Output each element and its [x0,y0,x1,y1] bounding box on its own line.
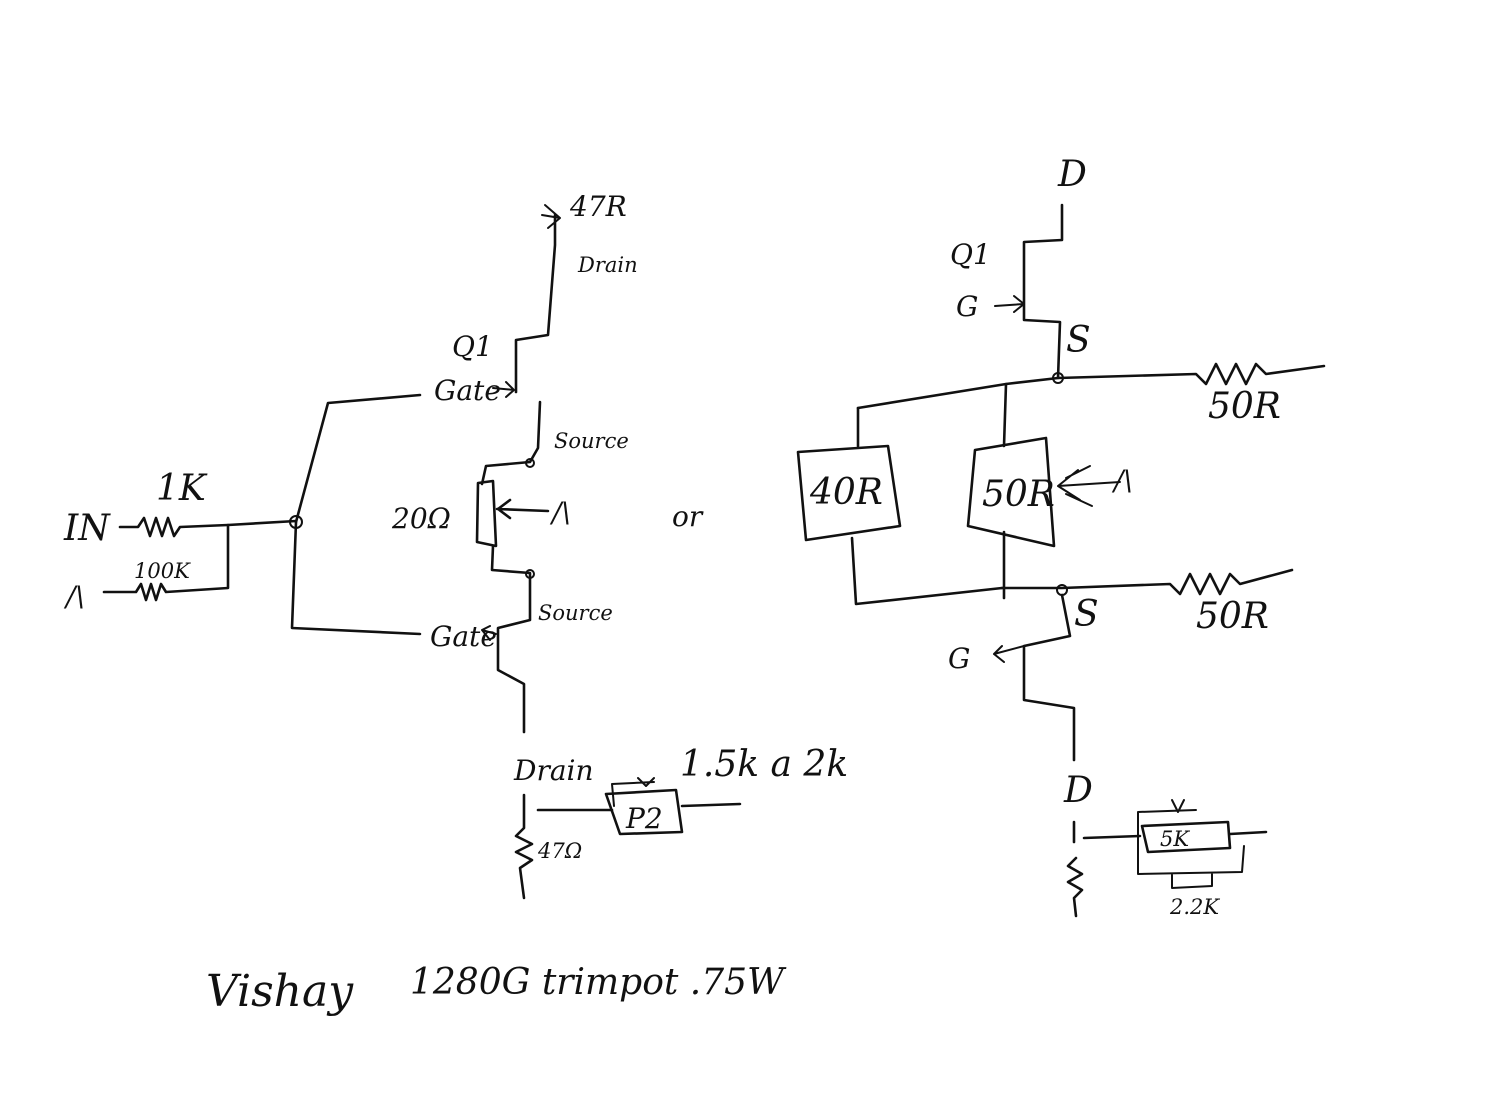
right-trim-outer [1137,799,1245,889]
trim-pot-label: P2 [625,802,663,835]
right-bottom-source-node [1056,584,1068,596]
right-50r-top-wire [1002,382,1008,448]
right-wiper-arrow [1057,465,1121,507]
left-circuit [102,204,742,900]
bottom-gate-arrow [481,625,497,641]
top-gate-arrow [492,381,515,398]
right-trim-5k-box [1140,820,1232,854]
input-label: IN [63,508,111,549]
right-top-resistor-label: 50R [1208,386,1281,427]
right-bottom-source-label: S [1074,594,1099,635]
top-drain-wire [514,213,557,394]
top-source-node [525,458,535,468]
right-bottom-drain-wire [1066,820,1084,918]
right-bottom-gate-label: G [948,642,970,675]
top-transistor-label: Q1 [452,330,493,363]
right-trim-5k-label: 5K [1160,827,1190,851]
footer-maker: Vishay [206,966,354,1017]
right-bottom-resistor-label: 50R [1196,596,1269,637]
right-bottom-rail [1000,568,1294,596]
top-gate-label: Gate [434,374,501,407]
right-top-gate-arrow [994,295,1025,313]
or-label: or [672,500,704,533]
input-resistor-label: 1K [156,468,208,509]
right-top-gate-label: G [956,290,978,323]
bias-wire [102,523,230,602]
top-source-wire [480,400,542,486]
trim-pot-p2-box [604,788,684,836]
right-top-transistor-label: Q1 [950,238,991,271]
right-top-rail [856,362,1326,410]
pot-wiper-label: /\ [549,496,571,529]
top-drain-resistor-label: 47R [569,190,627,223]
right-top-drain-label: D [1057,154,1087,195]
right-circuit [796,203,1326,918]
right-bottom-gate-arrow [993,645,1025,663]
bottom-gate-label: Gate [430,620,497,653]
right-40r-box [796,444,902,542]
bottom-drain-resistor-label: 47Ω [537,839,582,863]
right-bottom-drain-label: D [1063,770,1093,811]
bias-resistor-label: 100K [134,559,191,583]
top-source-label: Source [554,429,629,453]
bottom-gate-wire [290,520,422,636]
right-50r-box [966,436,1056,548]
footer-part: 1280G trimpot .75W [410,962,787,1003]
trim-pot-wire [536,802,742,812]
right-top-drain-wire [1022,203,1064,380]
bottom-drain-label: Drain [513,754,594,787]
top-drain-arrow [541,204,561,229]
right-40r-bottom-wire [850,536,1004,606]
pot-20-box [475,479,498,548]
trim-pot-p2-inner [611,777,655,807]
pot-value-label: 20Ω [391,502,451,535]
right-trim-wire [1082,830,1268,840]
top-drain-label: Drain [577,253,638,277]
input-wire [118,516,298,538]
bias-label: /\ [63,580,85,613]
bottom-source-label: Source [538,601,613,625]
right-top-source-label: S [1066,320,1091,361]
trim-pot-value-label: 1.5k a 2k [680,744,848,785]
pot-20-wiper [495,498,550,520]
bottom-source-wire [490,544,532,734]
right-wiper-label: /\ [1111,464,1133,497]
bottom-drain-wire [514,793,534,900]
bottom-source-node [525,569,535,579]
right-40r-label: 40R [809,472,883,513]
right-bottom-transistor [1022,593,1076,762]
right-trim-value-label: 2.2K [1169,895,1220,919]
top-gate-wire [294,393,422,524]
right-50r-box-label: 50R [982,474,1055,515]
